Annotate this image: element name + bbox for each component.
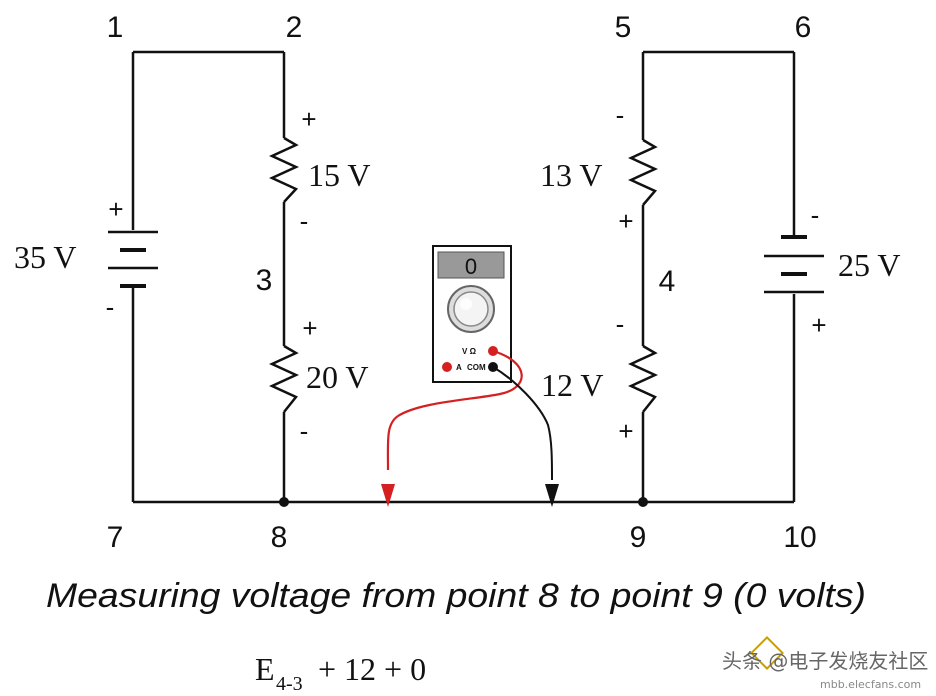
- r20-value: 20 V: [306, 359, 369, 395]
- node-label-1: 1: [107, 11, 124, 44]
- node-label-9: 9: [630, 521, 647, 554]
- resistor-15v: [268, 136, 300, 203]
- black-probe-tip: [545, 484, 559, 507]
- battery-35v-plus: +: [108, 194, 123, 224]
- r15-top-polarity: +: [301, 104, 316, 134]
- r15-bottom-polarity: -: [300, 206, 309, 236]
- battery-25v-minus: -: [811, 200, 820, 230]
- r12-value: 12 V: [541, 367, 604, 403]
- watermark: 头条 @电子发烧友社区 mbb.elecfans.com: [722, 636, 928, 691]
- battery-25v-value: 25 V: [838, 247, 901, 283]
- meter-port-a-jack: [442, 362, 452, 372]
- junction-dot-9: [638, 497, 648, 507]
- black-probe-lead: [492, 366, 553, 481]
- meter-port-v-label: V Ω: [462, 347, 477, 356]
- node-label-8: 8: [271, 521, 288, 554]
- battery-25v: [764, 235, 824, 294]
- multimeter: 0 V Ω A COM: [432, 245, 512, 383]
- node-label-5: 5: [615, 11, 632, 44]
- meter-reading: 0: [465, 254, 477, 279]
- r12-top-polarity: -: [616, 309, 625, 339]
- junction-dot-8: [279, 497, 289, 507]
- r15-value: 15 V: [308, 157, 371, 193]
- node-label-7: 7: [107, 521, 124, 554]
- r20-bottom-polarity: -: [300, 416, 309, 446]
- node-label-3: 3: [256, 264, 273, 297]
- equation-e: E: [255, 651, 275, 687]
- resistor-12v: [627, 344, 659, 413]
- resistor-20v: [268, 344, 300, 413]
- red-probe-tip: [381, 484, 395, 507]
- red-probe-lead: [386, 349, 523, 471]
- battery-25v-plus: +: [811, 310, 826, 340]
- battery-35v-value: 35 V: [14, 239, 77, 275]
- watermark-text: 头条 @电子发烧友社区: [722, 649, 928, 673]
- meter-display: [437, 251, 505, 279]
- equation-rest: + 12 + 0: [318, 651, 426, 687]
- battery-35v-minus: -: [106, 292, 115, 322]
- meter-port-a-label: A: [456, 363, 462, 372]
- battery-35v: [108, 230, 158, 288]
- meter-port-com-label: COM: [467, 363, 486, 372]
- resistor-13v: [627, 138, 659, 206]
- node-label-6: 6: [795, 11, 812, 44]
- r12-bottom-polarity: +: [618, 416, 633, 446]
- node-label-2: 2: [286, 11, 303, 44]
- r13-bottom-polarity: +: [618, 206, 633, 236]
- r13-top-polarity: -: [616, 100, 625, 130]
- node-label-4: 4: [659, 265, 676, 298]
- equation-subscript: 4-3: [276, 673, 303, 695]
- right-loop-wires: [641, 50, 796, 504]
- r20-top-polarity: +: [302, 313, 317, 343]
- node-label-10: 10: [783, 521, 816, 554]
- r13-value: 13 V: [540, 157, 603, 193]
- watermark-sub: mbb.elecfans.com: [820, 678, 921, 691]
- caption: Measuring voltage from point 8 to point …: [46, 577, 866, 615]
